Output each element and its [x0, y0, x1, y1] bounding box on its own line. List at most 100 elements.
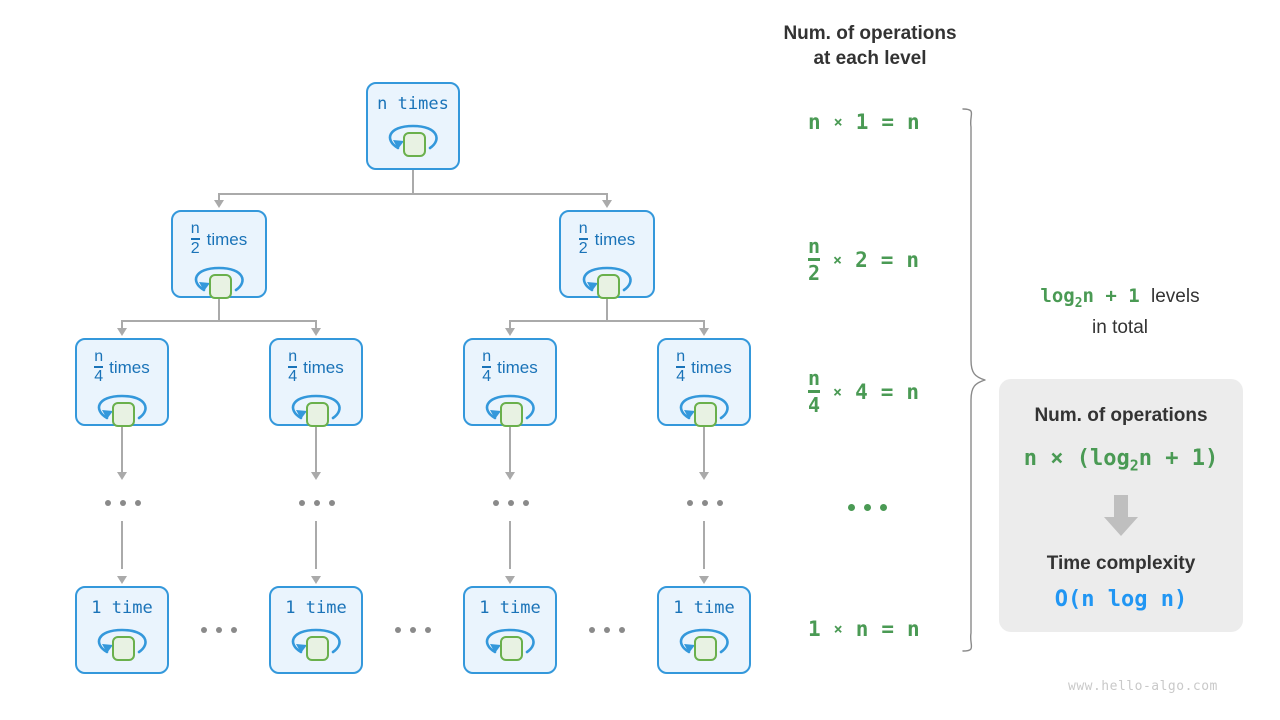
loop-body-square — [209, 274, 232, 299]
ops-result: n — [907, 110, 920, 134]
loop-body-square — [306, 402, 329, 427]
node-label-root: n times — [377, 96, 449, 113]
fraction-denominator: 4 — [482, 368, 492, 385]
node-label-text: times — [497, 357, 538, 377]
tree-node-root[interactable]: n times — [366, 82, 460, 170]
card-operations-title: Num. of operations — [1034, 405, 1208, 426]
tree-node-l4-c[interactable]: 1 time — [463, 586, 557, 674]
node-label-text: times — [691, 357, 732, 377]
arrowhead-l3b-down1 — [311, 472, 321, 480]
vertical-ellipsis-c — [493, 500, 529, 506]
card-complexity-title: Time complexity — [1046, 553, 1196, 575]
connector-l3b-down1 — [315, 426, 317, 474]
node-label-l3-d: n 4 times — [676, 349, 732, 385]
node-label-text: times — [303, 357, 344, 377]
connector-l3c-down2 — [509, 521, 511, 569]
loop-glyph — [475, 624, 545, 662]
connector-l3d-down2 — [703, 521, 705, 569]
tree-node-l3-b[interactable]: n 4 times — [269, 338, 363, 427]
tree-node-l3-c[interactable]: n 4 times — [463, 338, 557, 427]
horizontal-ellipsis-2 — [395, 627, 431, 633]
arrowhead-l3c-down2 — [505, 576, 515, 584]
fraction-denominator: 2 — [578, 240, 588, 257]
levels-brace — [962, 108, 986, 652]
loop-arrow-icon — [582, 266, 632, 292]
arrowhead-l3d-down1 — [699, 472, 709, 480]
fraction-numerator: n — [288, 348, 298, 365]
fraction-denominator: 4 — [676, 368, 686, 385]
levels-note-line2: in total — [1092, 316, 1148, 338]
fraction-bar — [482, 366, 492, 368]
tree-node-l4-b[interactable]: 1 time — [269, 586, 363, 674]
arrowhead-l2a — [214, 200, 224, 208]
watermark: www.hello-algo.com — [1068, 679, 1218, 694]
node-label-text: 1 time — [673, 598, 735, 618]
tree-node-l3-d[interactable]: n 4 times — [657, 338, 751, 427]
levels-formula: log2n + 1 — [1040, 285, 1140, 311]
fraction-bar — [808, 390, 821, 393]
ops-equals-symbol: = — [881, 110, 894, 134]
fraction-numerator: n — [94, 348, 104, 365]
node-label-l3-b: n 4 times — [288, 349, 344, 385]
node-label-text: 1 time — [479, 598, 541, 618]
node-label-text: times — [206, 229, 248, 249]
loop-glyph — [475, 390, 545, 427]
node-label-l4-c: 1 time — [479, 600, 540, 617]
connector-to-l3b — [315, 320, 317, 329]
tree-node-l2-b[interactable]: n 2 times — [559, 210, 655, 299]
tree-node-l4-a[interactable]: 1 time — [75, 586, 169, 674]
connector-l3b-down2 — [315, 521, 317, 569]
card-complexity-value: O(n log n) — [1054, 587, 1188, 613]
ops-row-level-last: 1 × n = n — [808, 617, 920, 641]
tree-node-l2-a[interactable]: n 2 times — [171, 210, 267, 299]
connector-l3d-down1 — [703, 426, 705, 474]
vertical-ellipsis-d — [687, 500, 723, 506]
loop-arrow-icon — [97, 628, 147, 654]
loop-glyph — [87, 624, 157, 662]
ops-multiply-symbol: × — [833, 382, 843, 401]
loop-glyph — [184, 262, 254, 299]
connector-l2a-bus — [121, 320, 317, 322]
loop-arrow-icon — [679, 628, 729, 654]
connector-l3c-down1 — [509, 426, 511, 474]
node-label-l2-a: n 2 times — [190, 220, 248, 257]
loop-body-square — [597, 274, 620, 299]
connector-l3a-down1 — [121, 426, 123, 474]
tree-node-l3-a[interactable]: n 4 times — [75, 338, 169, 427]
fraction-bar — [676, 366, 686, 368]
ops-row-level-1: n × 1 = n — [808, 110, 920, 134]
fraction-denominator: 2 — [190, 240, 200, 257]
loop-arrow-icon — [291, 394, 341, 420]
connector-l2b-bus — [509, 320, 705, 322]
fraction-numerator: n — [190, 220, 200, 237]
fraction-numerator: n — [578, 220, 588, 237]
fraction-denominator: 2 — [808, 261, 821, 285]
levels-total-note: log2n + 1 levels in total — [990, 283, 1250, 341]
card-operations-formula: n × (log2n + 1) — [1023, 446, 1219, 475]
ops-factor: 2 — [855, 247, 868, 272]
fraction-numerator: n — [482, 348, 492, 365]
loop-body-square — [500, 636, 523, 661]
loop-arrow-icon — [679, 394, 729, 420]
operations-title-line1: Num. of operations — [783, 23, 957, 44]
node-label-text: times — [594, 229, 636, 249]
horizontal-ellipsis-3 — [589, 627, 625, 633]
tree-node-l4-d[interactable]: 1 time — [657, 586, 751, 674]
node-label-l3-a: n 4 times — [94, 349, 150, 385]
ops-multiply-symbol: × — [833, 113, 843, 131]
arrowhead-l3a — [117, 328, 127, 336]
operations-column-title: Num. of operations at each level — [745, 22, 995, 71]
ops-equals-symbol: = — [881, 617, 894, 641]
loop-body-square — [694, 636, 717, 661]
loop-body-square — [500, 402, 523, 427]
fraction-numerator: n — [808, 234, 821, 258]
vertical-ellipsis-a — [105, 500, 141, 506]
vertical-ellipsis-b — [299, 500, 335, 506]
down-arrow-icon — [1098, 493, 1144, 539]
loop-arrow-icon — [291, 628, 341, 654]
ops-equals-symbol: = — [880, 247, 894, 272]
ops-result: n — [906, 247, 920, 272]
node-label-text: times — [109, 357, 150, 377]
connector-to-l2b — [606, 193, 608, 202]
